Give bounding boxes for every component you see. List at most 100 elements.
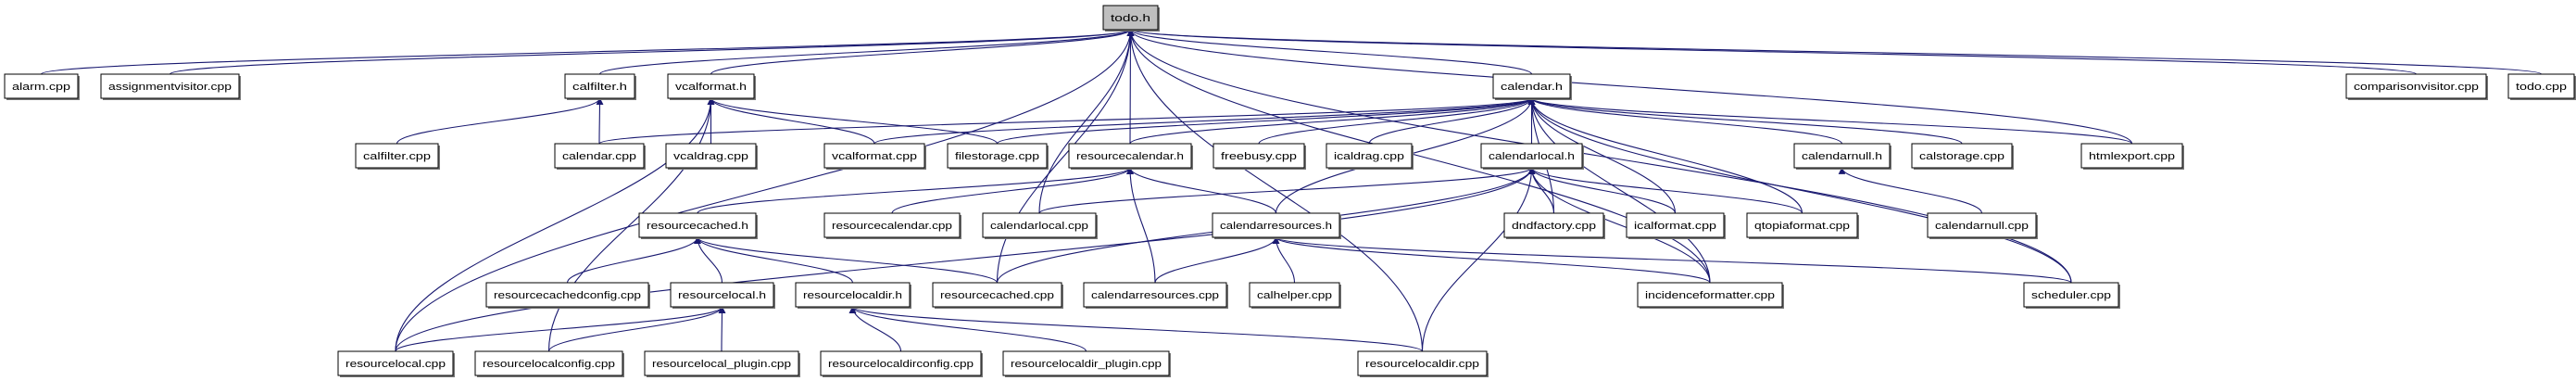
node-label: resourcelocal.h [678,290,766,301]
node-resourcelocaldir-plugin-cpp[interactable]: resourcelocaldir_plugin.cpp [1002,350,1171,377]
node-qtopiaformat-cpp[interactable]: qtopiaformat.cpp [1746,212,1859,239]
node-icalformat-cpp[interactable]: icalformat.cpp [1626,212,1726,239]
node-calendarnull-h[interactable]: calendarnull.h [1793,143,1891,170]
node-box [485,282,649,308]
edge-assignmentvisitor-cpp-to-todo-h [169,29,1134,75]
node-comparisonvisitor-cpp[interactable]: comparisonvisitor.cpp [2345,73,2488,100]
node-alarm-cpp[interactable]: alarm.cpp [4,73,80,100]
edge-resourcelocal-cpp-to-vcalformat-h [395,97,715,352]
edge-calendarlocal-cpp-to-calendarlocal-h [1038,167,1536,214]
edge-calendarresources-h-to-resourcecalendar-h [1126,167,1277,214]
node-calendar-h[interactable]: calendar.h [1492,73,1572,100]
node-assignmentvisitor-cpp[interactable]: assignmentvisitor.cpp [100,73,241,100]
node-box [2023,282,2119,308]
node-incidenceformatter-cpp[interactable]: incidenceformatter.cpp [1637,282,1784,309]
edge-resourcelocal-cpp-to-resourcelocal-h [395,306,726,352]
edge-dndfactory-cpp-to-calendarlocal-h [1527,167,1555,214]
node-resourcelocal-plugin-cpp[interactable]: resourcelocal_plugin.cpp [644,350,800,377]
node-box [564,73,635,99]
edge-resourcecached-cpp-to-todo-h [996,29,1135,284]
node-calhelper-cpp[interactable]: calhelper.cpp [1249,282,1341,309]
node-calendarlocal-cpp[interactable]: calendarlocal.cpp [982,212,1098,239]
node-label: vcalformat.cpp [832,151,917,162]
node-resourcecalendar-cpp[interactable]: resourcecalendar.cpp [823,212,961,239]
node-label: calhelper.cpp [1257,290,1332,301]
node-box [1503,212,1604,238]
node-resourcelocal-h[interactable]: resourcelocal.h [670,282,775,309]
node-box [1002,350,1170,376]
node-label: resourcecached.cpp [940,290,1054,301]
node-label: calendarnull.h [1802,151,1882,162]
node-box [1213,143,1305,169]
node-box [2345,73,2487,99]
node-box [474,350,623,376]
node-freebusy-cpp[interactable]: freebusy.cpp [1213,143,1306,170]
node-calendarresources-cpp[interactable]: calendarresources.cpp [1083,282,1228,309]
edge-resourcelocal-cpp-to-todo-h [395,29,1135,352]
node-vcaldrag-cpp[interactable]: vcaldrag.cpp [665,143,758,170]
node-resourcelocaldirconfig-cpp[interactable]: resourcelocaldirconfig.cpp [820,350,983,377]
node-box [1480,143,1583,169]
node-label: resourcelocaldir.cpp [1365,359,1479,370]
node-box [1068,143,1192,169]
node-resourcelocaldir-h[interactable]: resourcelocaldir.h [795,282,911,309]
edge-incidenceformatter-cpp-to-todo-h [1126,29,1711,284]
node-box [795,282,911,308]
node-box [823,143,925,169]
edge-calstorage-cpp-to-calendar-h [1527,97,1963,145]
edge-resourcecachedconfig-cpp-to-resourcecached-h [566,236,701,284]
node-resourcelocalconfig-cpp[interactable]: resourcelocalconfig.cpp [474,350,624,377]
edge-icalformat-cpp-to-calendar-h [1527,97,1677,214]
edge-calendar-h-to-todo-h [1126,29,1533,75]
node-box [1492,73,1571,99]
node-box [554,143,645,169]
node-label: resourcecached.h [647,221,748,232]
edge-calendarresources-cpp-to-resourcecalendar-h [1126,167,1156,284]
node-calendarresources-h[interactable]: calendarresources.h [1212,212,1341,239]
node-label: dndfactory.cpp [1512,221,1596,232]
node-filestorage-cpp[interactable]: filestorage.cpp [947,143,1049,170]
edge-resourcecached-h-to-resourcecalendar-h [697,167,1134,214]
node-todo-cpp[interactable]: todo.cpp [2507,73,2576,100]
node-vcalformat-h[interactable]: vcalformat.h [667,73,756,100]
edge-calfilter-cpp-to-calfilter-h [396,97,604,145]
node-calstorage-cpp[interactable]: calstorage.cpp [1911,143,2014,170]
node-label: todo.cpp [2516,82,2567,93]
node-calendarnull-cpp[interactable]: calendarnull.cpp [1927,212,2038,239]
node-scheduler-cpp[interactable]: scheduler.cpp [2023,282,2120,309]
node-resourcecachedconfig-cpp[interactable]: resourcecachedconfig.cpp [485,282,650,309]
node-calfilter-h[interactable]: calfilter.h [564,73,636,100]
node-label: qtopiaformat.cpp [1754,221,1850,232]
node-box [4,73,79,99]
node-vcalformat-cpp[interactable]: vcalformat.cpp [823,143,926,170]
edge-calendarresources-cpp-to-calendarresources-h [1154,236,1280,284]
node-box [100,73,240,99]
node-label: resourcecalendar.cpp [832,221,952,232]
node-dndfactory-cpp[interactable]: dndfactory.cpp [1503,212,1605,239]
node-resourcecalendar-h[interactable]: resourcecalendar.h [1068,143,1193,170]
node-icaldrag-cpp[interactable]: icaldrag.cpp [1326,143,1414,170]
node-label: calstorage.cpp [1919,151,2004,162]
edge-vcalformat-cpp-to-vcalformat-h [707,97,875,145]
edge-resourcelocaldir-cpp-to-resourcelocaldir-h [848,306,1424,352]
node-box [355,143,439,169]
edge-htmlexport-cpp-to-calendar-h [1527,97,2133,145]
node-label: resourcelocaldirconfig.cpp [828,359,974,370]
node-resourcecached-cpp[interactable]: resourcecached.cpp [932,282,1063,309]
edge-calfilter-h-to-todo-h [598,29,1135,75]
node-resourcelocaldir-cpp[interactable]: resourcelocaldir.cpp [1357,350,1489,377]
node-calendarlocal-h[interactable]: calendarlocal.h [1480,143,1584,170]
node-box [820,350,982,376]
node-box [932,282,1062,308]
edge-calendarnull-h-to-calendar-h [1527,97,1843,145]
node-htmlexport-cpp[interactable]: htmlexport.cpp [2080,143,2184,170]
node-label: resourcelocal_plugin.cpp [652,359,791,370]
node-box [667,73,755,99]
node-label: freebusy.cpp [1221,151,1297,162]
node-resourcecached-h[interactable]: resourcecached.h [638,212,758,239]
edge-scheduler-cpp-to-calendar-h [1527,97,2072,284]
node-calfilter-cpp[interactable]: calfilter.cpp [355,143,440,170]
node-calendar-cpp[interactable]: calendar.cpp [554,143,646,170]
node-resourcelocal-cpp[interactable]: resourcelocal.cpp [337,350,455,377]
edge-scheduler-cpp-to-todo-h [1126,29,2072,284]
